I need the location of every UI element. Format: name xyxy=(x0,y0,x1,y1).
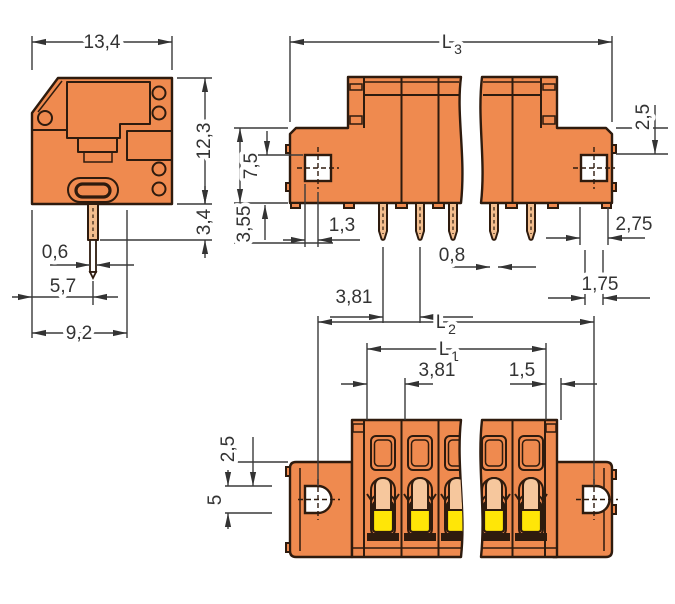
dim-hole-center-edge: 1,75 xyxy=(548,250,650,305)
dim-pin-length: 3,55 xyxy=(230,202,333,246)
dim-hole-height: 5 xyxy=(201,470,232,529)
dim-pin-drop: 3,4 xyxy=(100,186,219,258)
dim-pin-width-front: 0,8 xyxy=(435,241,536,271)
dim-label-L3: L xyxy=(442,32,453,53)
pole-cell xyxy=(366,435,400,541)
dim-hole-top-offset-plan: 2,5 xyxy=(214,432,288,514)
dim-label-L1: L xyxy=(439,339,450,360)
seam-mark xyxy=(542,115,556,125)
dim-height-right: 12,3 xyxy=(177,77,219,205)
pole-divider xyxy=(400,420,514,557)
dim-pole-pitch-front: 3,81 xyxy=(330,247,473,323)
dim-pin-width: 0,6 xyxy=(38,238,134,269)
pole-cells xyxy=(352,420,557,557)
dim-width-bottom: 9,2 xyxy=(32,210,128,348)
dim-label-3-81-front: 3,81 xyxy=(336,287,373,308)
chamber-lip xyxy=(83,151,113,163)
edge-bump xyxy=(285,144,291,154)
clamp-chamber xyxy=(66,81,151,139)
edge-bump xyxy=(611,144,617,154)
edge-bump xyxy=(285,182,291,192)
dim-label-13-4: 13,4 xyxy=(84,32,121,53)
vent-hole-top-2 xyxy=(151,105,167,121)
dim-label-7-5: 7,5 xyxy=(241,153,262,179)
hole-crosshair xyxy=(576,479,618,520)
chamfer-seam xyxy=(37,80,63,113)
seam-line xyxy=(363,420,546,557)
front-view: L 3 2,5 7,5 3,55 1,3 xyxy=(230,28,668,323)
dim-label-3-81-plan: 3,81 xyxy=(419,360,456,381)
bottom-view: L 2 L 1 3,81 1,5 2,5 5 xyxy=(201,308,618,559)
slot-outer xyxy=(67,177,119,203)
foot xyxy=(343,202,355,209)
foot xyxy=(601,202,612,209)
edge-bump xyxy=(611,469,617,480)
pole-cell xyxy=(403,435,437,541)
edge-bump xyxy=(285,466,291,477)
dim-label-5: 5 xyxy=(205,495,226,506)
dim-hole-span: L 2 xyxy=(317,308,595,486)
dim-label-2-5-plan: 2,5 xyxy=(218,436,239,462)
dim-label-1-5: 1,5 xyxy=(509,360,535,381)
pole-cell xyxy=(477,435,511,541)
side-view: 13,4 12,3 3,4 0,6 5,7 9,2 xyxy=(12,28,219,348)
foot xyxy=(432,202,445,209)
edge-bump xyxy=(285,542,291,553)
solder-pins xyxy=(378,202,536,241)
dim-pole-pitch-plan: 3,81 1,5 xyxy=(341,356,597,420)
dim-hole-edge-offset: 2,75 xyxy=(546,207,656,245)
vent-hole-bottom-2 xyxy=(151,181,167,197)
foot xyxy=(505,202,518,209)
dim-label-3-55: 3,55 xyxy=(234,206,255,243)
dim-label-L3-sub: 3 xyxy=(454,41,462,57)
dim-label-L2-sub: 2 xyxy=(448,321,456,337)
slot-inner xyxy=(74,182,112,199)
dim-label-3-4: 3,4 xyxy=(194,208,215,235)
seam-mark xyxy=(352,423,365,433)
dim-flange-height: 7,5 xyxy=(234,127,303,204)
latch-hole-left xyxy=(37,110,53,126)
dim-width-top: 13,4 xyxy=(31,28,173,70)
dim-label-1-75: 1,75 xyxy=(582,274,619,295)
dim-pin-center-offset: 5,7 xyxy=(12,210,118,338)
dim-label-9-2: 9,2 xyxy=(66,323,92,344)
edge-bump xyxy=(611,504,617,515)
dim-label-0-8: 0,8 xyxy=(439,245,465,266)
dim-label-L2: L xyxy=(436,312,447,333)
seam-mark xyxy=(542,83,556,91)
dim-label-5-7: 5,7 xyxy=(50,276,76,297)
seam-mark xyxy=(349,115,363,125)
foot xyxy=(395,202,408,209)
edge-bump xyxy=(611,182,617,192)
pole-divider xyxy=(400,77,514,203)
solder-pin-lower xyxy=(89,239,97,273)
foot xyxy=(290,202,301,209)
front-body-left xyxy=(288,75,464,205)
foot xyxy=(547,202,559,209)
vent-hole-bottom-1 xyxy=(151,161,167,177)
dim-hole-top-offset-right: 2,5 xyxy=(616,100,668,155)
seam-mark xyxy=(349,83,363,91)
side-right-recess xyxy=(126,130,173,161)
seam-mark xyxy=(545,423,557,433)
dim-label-1-3: 1,3 xyxy=(329,215,355,236)
hole-crosshair xyxy=(573,147,615,189)
hole-crosshair xyxy=(297,147,339,189)
dim-label-2-5-front: 2,5 xyxy=(633,104,654,130)
dim-label-12-3: 12,3 xyxy=(194,123,215,160)
dim-label-0-6: 0,6 xyxy=(42,242,68,263)
dim-label-2-75: 2,75 xyxy=(616,214,653,235)
dim-hole-center-offset: 1,3 xyxy=(283,184,360,247)
vent-hole-top-1 xyxy=(151,85,167,101)
hole-crosshair xyxy=(298,479,340,520)
solder-pin-tip xyxy=(88,271,98,281)
